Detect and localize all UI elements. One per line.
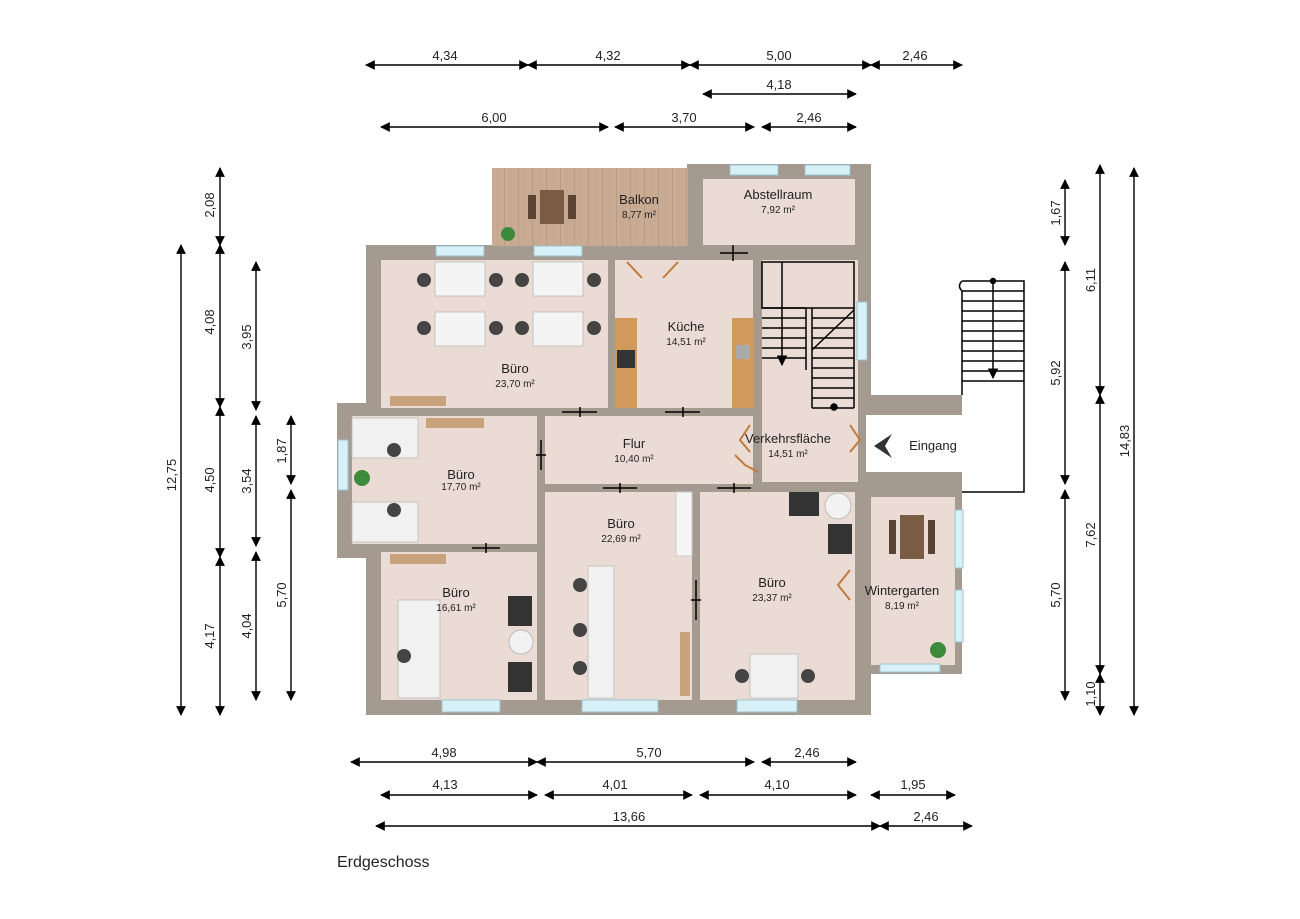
room-area-balkon: 8,77 m²: [622, 210, 657, 221]
wintergarten-table-icon: [889, 515, 935, 559]
kitchen-counter-icon: [615, 318, 754, 408]
room-area-verkehr: 14,51 m²: [768, 449, 808, 460]
dim-top-8: 2,46: [796, 110, 821, 125]
dim-left-7: 3,54: [239, 468, 254, 493]
dim-bottom-1: 4,98: [431, 745, 456, 760]
dim-right-3: 5,70: [1048, 582, 1063, 607]
bookshelf-icons: [390, 396, 690, 696]
room-name-buero1: Büro: [501, 361, 528, 376]
entrance-arrow-icon: [874, 434, 892, 458]
room-labels: Balkon 8,77 m² Abstellraum 7,92 m² Küche…: [436, 187, 957, 614]
dim-bottom-5: 4,01: [602, 777, 627, 792]
room-name-buero3: Büro: [442, 585, 469, 600]
room-name-balkon: Balkon: [619, 192, 659, 207]
dim-left-5: 4,17: [202, 623, 217, 648]
furniture: [351, 190, 946, 699]
room-area-kueche: 14,51 m²: [666, 337, 706, 348]
dim-left-4: 4,50: [202, 467, 217, 492]
dim-bottom-7: 1,95: [900, 777, 925, 792]
dimension-labels: 4,34 4,32 5,00 2,46 4,18 6,00 3,70 2,46 …: [164, 48, 1132, 824]
floor-title: Erdgeschoss: [337, 854, 430, 871]
dim-left-8: 4,04: [239, 613, 254, 638]
dim-left-1: 12,75: [164, 459, 179, 492]
desk-cluster-icon: [434, 261, 584, 347]
room-name-buero4: Büro: [607, 516, 634, 531]
room-area-winter: 8,19 m²: [885, 601, 920, 612]
room-area-buero2: 17,70 m²: [441, 482, 481, 493]
dim-bottom-2: 5,70: [636, 745, 661, 760]
dim-right-1: 1,67: [1048, 200, 1063, 225]
dim-bottom-8: 13,66: [613, 809, 646, 824]
room-area-buero1: 23,70 m²: [495, 379, 535, 390]
entrance-label: Eingang: [909, 438, 957, 453]
room-name-flur: Flur: [623, 436, 646, 451]
dim-right-5: 6,11: [1083, 268, 1098, 292]
dim-right-6: 7,62: [1083, 522, 1098, 547]
door-leaves: [626, 261, 862, 601]
dim-top-3: 5,00: [766, 48, 791, 63]
dim-top-2: 4,32: [595, 48, 620, 63]
plant-icon-3: [354, 470, 370, 486]
room-name-winter: Wintergarten: [865, 583, 939, 598]
plant-icon: [501, 227, 515, 241]
room-area-buero5: 23,37 m²: [752, 593, 792, 604]
dimension-lines: [176, 60, 1139, 831]
room-name-verkehr: Verkehrsfläche: [745, 431, 831, 446]
round-tables: [508, 492, 852, 655]
dim-bottom-9: 2,46: [913, 809, 938, 824]
office2-desks: [351, 417, 441, 699]
windows: [337, 164, 964, 713]
dim-left-6: 3,95: [239, 324, 254, 349]
balcony-table-icon: [528, 190, 576, 224]
room-area-buero3: 16,61 m²: [436, 603, 476, 614]
room-name-buero2: Büro: [447, 467, 474, 482]
office-chairs: [417, 273, 601, 335]
room-area-flur: 10,40 m²: [614, 454, 654, 465]
balcony-deck: [492, 168, 688, 246]
dim-left-3: 4,08: [202, 309, 217, 334]
dim-right-2: 5,92: [1048, 360, 1063, 385]
dim-bottom-6: 4,10: [764, 777, 789, 792]
room-name-buero5: Büro: [758, 575, 785, 590]
dim-right-7: 14,83: [1117, 425, 1132, 458]
dim-top-7: 3,70: [671, 110, 696, 125]
internal-stairs: [761, 261, 855, 411]
external-stairs: [958, 277, 1025, 493]
dim-bottom-4: 4,13: [432, 777, 457, 792]
plant-icon-2: [930, 642, 946, 658]
dim-left-9: 1,87: [274, 438, 289, 463]
room-name-kueche: Küche: [668, 319, 705, 334]
dim-bottom-3: 2,46: [794, 745, 819, 760]
dim-left-2: 2,08: [202, 192, 217, 217]
room-area-abstellraum: 7,92 m²: [761, 205, 796, 216]
dim-top-5: 4,18: [766, 77, 791, 92]
dim-top-6: 6,00: [481, 110, 506, 125]
room-area-buero4: 22,69 m²: [601, 534, 641, 545]
room-name-abstellraum: Abstellraum: [744, 187, 813, 202]
dim-top-1: 4,34: [432, 48, 457, 63]
office4-cabinet: [675, 491, 693, 557]
dim-top-4: 2,46: [902, 48, 927, 63]
dim-right-4: 1,10: [1083, 681, 1098, 706]
armchairs: [508, 492, 852, 692]
office4-desks: [587, 565, 799, 699]
door-marks: [472, 245, 751, 620]
office-chairs-2: [387, 443, 815, 683]
dim-left-10: 5,70: [274, 582, 289, 607]
